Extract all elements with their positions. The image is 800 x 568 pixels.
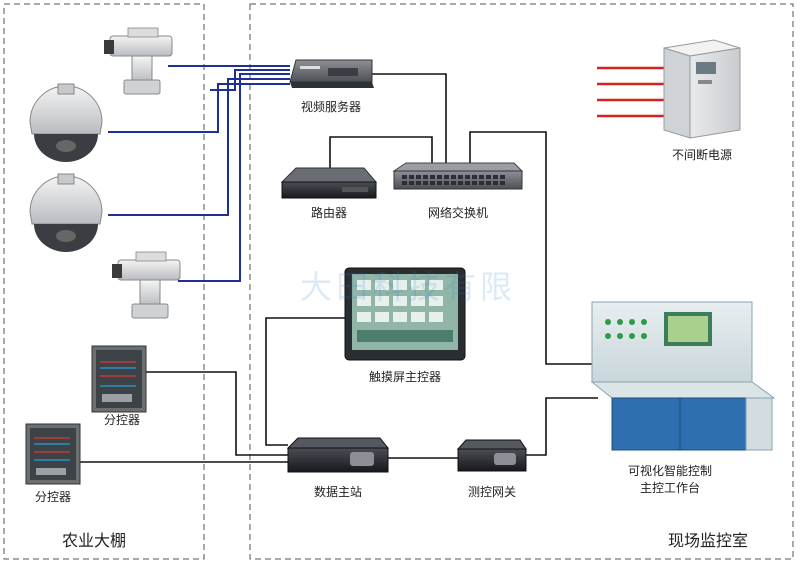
gateway-icon [456, 439, 527, 472]
video-link-dome-1 [108, 83, 290, 133]
network-switch-icon [392, 162, 524, 190]
sub-controller-1-label: 分控器 [103, 413, 141, 427]
dome-camera-icon [29, 173, 103, 252]
workstation-label-line1: 可视化智能控制 [627, 464, 713, 478]
gateway-label: 测控网关 [467, 485, 517, 499]
touchscreen-icon [344, 267, 466, 361]
network-links [80, 73, 598, 463]
ptz-camera-icon [104, 27, 173, 95]
monitoring-room-zone-border [249, 3, 794, 560]
workstation-label-line2: 主控工作台 [639, 481, 701, 495]
greenhouse-zone-border [3, 3, 205, 560]
network-switch-label: 网络交换机 [427, 206, 489, 220]
video-link-ptz-2 [178, 73, 290, 282]
data-station-icon [286, 437, 390, 473]
ups-label: 不间断电源 [671, 148, 733, 162]
touch-controller-label: 触摸屏主控器 [368, 370, 442, 384]
link-touch-datastation [265, 317, 345, 446]
ups-icon [663, 39, 741, 139]
zone-borders [3, 3, 794, 560]
router-label: 路由器 [310, 206, 348, 220]
data-station-label: 数据主站 [313, 485, 363, 499]
watermark: 大田科技有限 [300, 268, 517, 306]
control-cabinet-icon [25, 423, 81, 485]
video-links [108, 65, 290, 282]
link-gateway-workstation [526, 397, 598, 456]
ptz-camera-icon [112, 251, 181, 319]
dome-camera-icon [29, 83, 103, 162]
video-link-extra [210, 69, 290, 91]
link-videoserver-switch [372, 73, 447, 165]
link-sub1-datastation [146, 371, 288, 456]
sub-controller-2-label: 分控器 [34, 490, 72, 504]
video-server-label: 视频服务器 [300, 100, 362, 114]
router-icon [280, 167, 378, 199]
monitoring-room-zone-title: 现场监控室 [668, 531, 749, 550]
control-cabinet-icon [91, 345, 147, 413]
console-icon [590, 301, 776, 451]
link-router-switch [329, 136, 433, 168]
ups-power-lines [597, 66, 664, 118]
video-link-dome-2 [108, 78, 290, 216]
greenhouse-zone-title: 农业大棚 [62, 531, 127, 550]
video-server-icon [289, 59, 374, 88]
link-switch-workstation [469, 131, 598, 365]
